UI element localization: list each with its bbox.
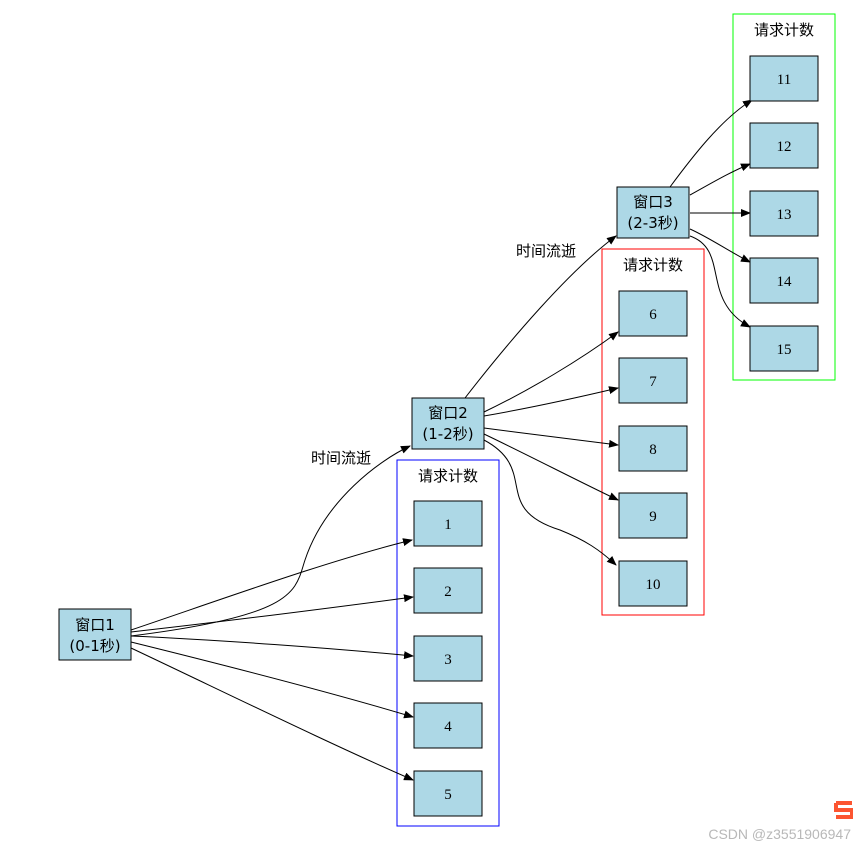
- window-node-3: 窗口3 (2-3秒): [616, 186, 690, 239]
- cluster-border: [732, 13, 836, 381]
- window-name: 窗口3: [633, 193, 673, 211]
- request-label: 9: [649, 509, 657, 525]
- request-node-12: 12: [749, 122, 819, 169]
- edge-w1-req5: [130, 647, 414, 781]
- cluster-label: 请求计数: [418, 467, 478, 485]
- csdn-logo-icon: [834, 801, 853, 819]
- edge-w2-req10: [483, 439, 617, 566]
- edge-w2-w3: [464, 235, 617, 399]
- edge-w2-req7: [483, 386, 619, 417]
- edge-w1-w2: [130, 445, 411, 637]
- request-label: 14: [777, 274, 793, 290]
- edge-w3-req14: [689, 228, 751, 263]
- cluster-border: [396, 459, 500, 827]
- request-node-5: 5: [413, 770, 483, 817]
- edge-w2-req9: [483, 433, 619, 501]
- request-node-1: 1: [413, 500, 483, 547]
- window-range: (1-2秒): [422, 425, 473, 443]
- cluster-window-2: 请求计数: [601, 248, 705, 616]
- request-node-13: 13: [749, 190, 819, 237]
- request-label: 7: [649, 374, 657, 390]
- window-name: 窗口2: [428, 404, 468, 422]
- edge-w1-req2: [130, 594, 414, 633]
- request-node-6: 6: [618, 290, 688, 337]
- edge-w1-req3: [130, 635, 414, 660]
- window-name: 窗口1: [75, 616, 115, 634]
- request-node-8: 8: [618, 425, 688, 472]
- cluster-window-3: 请求计数: [732, 13, 836, 381]
- request-label: 3: [444, 652, 452, 668]
- cluster-label: 请求计数: [623, 256, 683, 274]
- request-node-15: 15: [749, 325, 819, 372]
- request-label: 10: [646, 577, 661, 593]
- request-label: 4: [444, 719, 452, 735]
- window-box: [58, 608, 132, 661]
- request-label: 5: [444, 787, 452, 803]
- request-label: 1: [444, 517, 452, 533]
- window-node-2: 窗口2 (1-2秒): [411, 397, 485, 450]
- request-node-11: 11: [749, 55, 819, 102]
- transition-label-2: 时间流逝: [516, 242, 576, 260]
- request-node-4: 4: [413, 702, 483, 749]
- request-node-9: 9: [618, 492, 688, 539]
- edge-w3-req11: [669, 99, 753, 188]
- cluster-border: [601, 248, 705, 616]
- request-node-2: 2: [413, 567, 483, 614]
- edge-w1-req4: [130, 641, 414, 719]
- edge-w3-req12: [689, 163, 751, 196]
- edge-w1-req1: [130, 538, 413, 631]
- request-label: 12: [777, 139, 792, 155]
- request-node-10: 10: [618, 560, 688, 607]
- cluster-window-1: 请求计数: [396, 459, 500, 827]
- request-label: 13: [777, 207, 792, 223]
- request-label: 6: [649, 307, 657, 323]
- request-label: 15: [777, 342, 792, 358]
- request-node-3: 3: [413, 635, 483, 682]
- window-box: [616, 186, 690, 239]
- request-label: 2: [444, 584, 452, 600]
- window-range: (0-1秒): [69, 637, 120, 655]
- window-range: (2-3秒): [627, 214, 678, 232]
- request-node-14: 14: [749, 257, 819, 304]
- request-node-7: 7: [618, 357, 688, 404]
- request-label: 8: [649, 442, 657, 458]
- edge-w2-req6: [483, 331, 619, 413]
- window-box: [411, 397, 485, 450]
- edge-w3-req15: [689, 235, 751, 328]
- transition-label-1: 时间流逝: [311, 449, 371, 467]
- window-node-1: 窗口1 (0-1秒): [58, 608, 132, 661]
- request-label: 11: [777, 72, 791, 88]
- cluster-label: 请求计数: [754, 21, 814, 39]
- edge-w2-req8: [483, 427, 619, 448]
- watermark-text: CSDN @z3551906947: [708, 826, 851, 842]
